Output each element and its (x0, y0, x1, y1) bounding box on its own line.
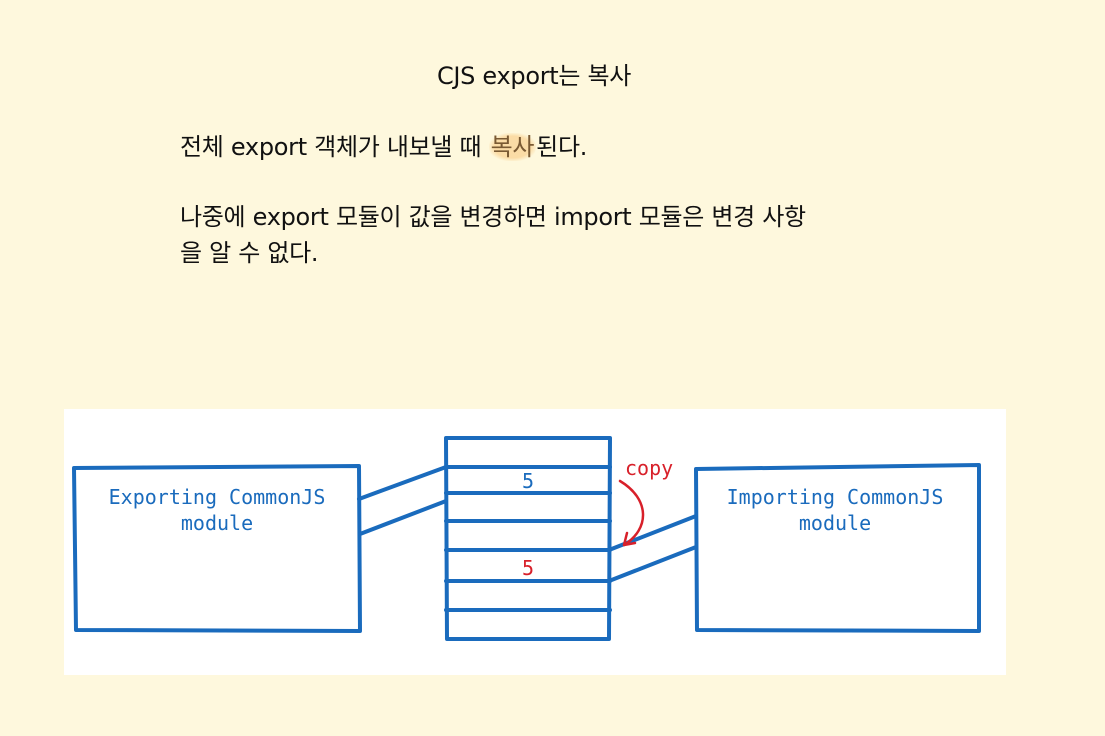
commonjs-copy-diagram: copy 5 5 Exporting CommonJS module Impor… (64, 409, 1006, 675)
importing-module-box (694, 463, 981, 633)
exported-value: 5 (522, 469, 534, 493)
copy-label: copy (625, 456, 673, 480)
paragraph2-line2: 을 알 수 없다. (180, 239, 319, 267)
paragraph-copy-on-export: 전체 export 객체가 내보낼 때 복사된다. (180, 129, 900, 165)
highlighted-word: 복사 (488, 133, 537, 161)
exporting-module-label-line1: Exporting CommonJS (109, 485, 326, 509)
copy-arrow (618, 479, 645, 547)
paragraph2-line1: 나중에 export 모듈이 값을 변경하면 import 모듈은 변경 사항 (180, 203, 806, 231)
slide-title: CJS export는 복사 (436, 62, 632, 90)
memory-column (444, 436, 612, 641)
importing-module-label-line2: module (799, 511, 871, 535)
importing-module-label-line1: Importing CommonJS (727, 485, 944, 509)
copied-value: 5 (522, 556, 534, 580)
import-connector (607, 514, 698, 583)
paragraph1-text-start: 전체 export 객체가 내보낼 때 (180, 133, 489, 161)
export-connector (357, 465, 448, 536)
exporting-module-label-line2: module (181, 511, 253, 535)
paragraph1-text-end: 된다. (536, 133, 588, 161)
exporting-module-box (72, 464, 362, 633)
diagram-svg: copy 5 5 Exporting CommonJS module Impor… (72, 436, 981, 641)
paragraph-no-live-binding: 나중에 export 모듈이 값을 변경하면 import 모듈은 변경 사항 … (180, 199, 900, 271)
